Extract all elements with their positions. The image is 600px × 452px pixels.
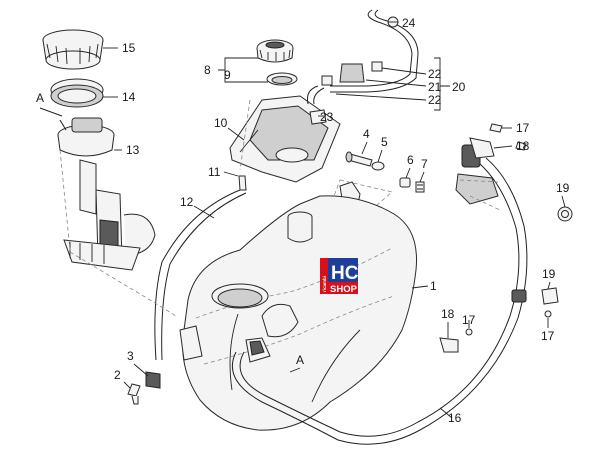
lock-ring-part bbox=[42, 29, 104, 70]
hc-shop-logo: HC SHOP ricambi bbox=[320, 258, 359, 295]
callout-17-top: 17 bbox=[516, 121, 530, 135]
callout-13: 13 bbox=[126, 143, 140, 157]
fuel-hose-part bbox=[231, 144, 528, 445]
hose-clamp-part bbox=[455, 137, 499, 205]
callout-8: 8 bbox=[204, 63, 211, 77]
cap-gasket-part bbox=[266, 72, 298, 86]
callout-19-top: 19 bbox=[556, 181, 570, 195]
callout-7: 7 bbox=[421, 157, 428, 171]
callout-5: 5 bbox=[381, 135, 388, 149]
fitting-part bbox=[238, 175, 247, 191]
logo-shop-band bbox=[328, 282, 358, 294]
spring-clip-part bbox=[439, 206, 573, 353]
callout-16: 16 bbox=[448, 411, 462, 425]
callout-15: 15 bbox=[122, 41, 136, 55]
fuel-tank-part bbox=[179, 195, 418, 431]
washer-part bbox=[371, 161, 385, 171]
callout-22-upper: 22 bbox=[428, 67, 442, 81]
tank-nut-part bbox=[145, 371, 161, 389]
callout-18-top: 18 bbox=[516, 139, 530, 153]
callout-19-mid: 19 bbox=[542, 267, 556, 281]
assembly-guide bbox=[239, 99, 251, 171]
callout-6: 6 bbox=[407, 153, 414, 167]
tank-bolt-part bbox=[127, 383, 141, 405]
callout-22-lower: 22 bbox=[428, 93, 442, 107]
callout-a-tank: A bbox=[296, 353, 304, 367]
callout-17-mid: 17 bbox=[462, 313, 476, 327]
vent-hose-group bbox=[307, 9, 419, 105]
callout-1: 1 bbox=[430, 279, 437, 293]
logo-text-side: ricambi bbox=[322, 276, 327, 292]
bushing-part bbox=[399, 177, 425, 193]
clip-part bbox=[309, 109, 327, 125]
logo-text-hc: HC bbox=[331, 263, 359, 284]
callout-20: 20 bbox=[452, 80, 466, 94]
seal-ring-part bbox=[50, 78, 104, 108]
fuel-cap-part bbox=[256, 39, 294, 63]
logo-text-shop: SHOP bbox=[330, 284, 358, 295]
callout-21: 21 bbox=[428, 80, 442, 94]
filler-tray-part bbox=[229, 95, 341, 183]
callout-a-pump: A bbox=[36, 91, 44, 105]
callout-4: 4 bbox=[363, 127, 370, 141]
logo-side-stripe bbox=[320, 258, 328, 294]
callout-3: 3 bbox=[127, 349, 134, 363]
callout-9: 9 bbox=[224, 68, 231, 82]
callout-10: 10 bbox=[214, 116, 228, 130]
leader-lines bbox=[103, 21, 566, 419]
callout-17-right: 17 bbox=[541, 329, 555, 343]
assembly-guide bbox=[59, 149, 177, 317]
callout-2: 2 bbox=[114, 368, 121, 382]
callout-18-mid: 18 bbox=[441, 307, 455, 321]
callout-11: 11 bbox=[208, 165, 221, 179]
fuel-pump-part bbox=[39, 107, 156, 271]
callout-24: 24 bbox=[402, 16, 416, 30]
callout-14: 14 bbox=[122, 90, 136, 104]
bolt-part bbox=[345, 151, 373, 167]
screw-part bbox=[489, 123, 527, 151]
callout-23: 23 bbox=[320, 110, 334, 124]
callout-12: 12 bbox=[180, 195, 194, 209]
assembly-guide bbox=[469, 195, 501, 211]
breather-hose-part bbox=[154, 189, 247, 361]
